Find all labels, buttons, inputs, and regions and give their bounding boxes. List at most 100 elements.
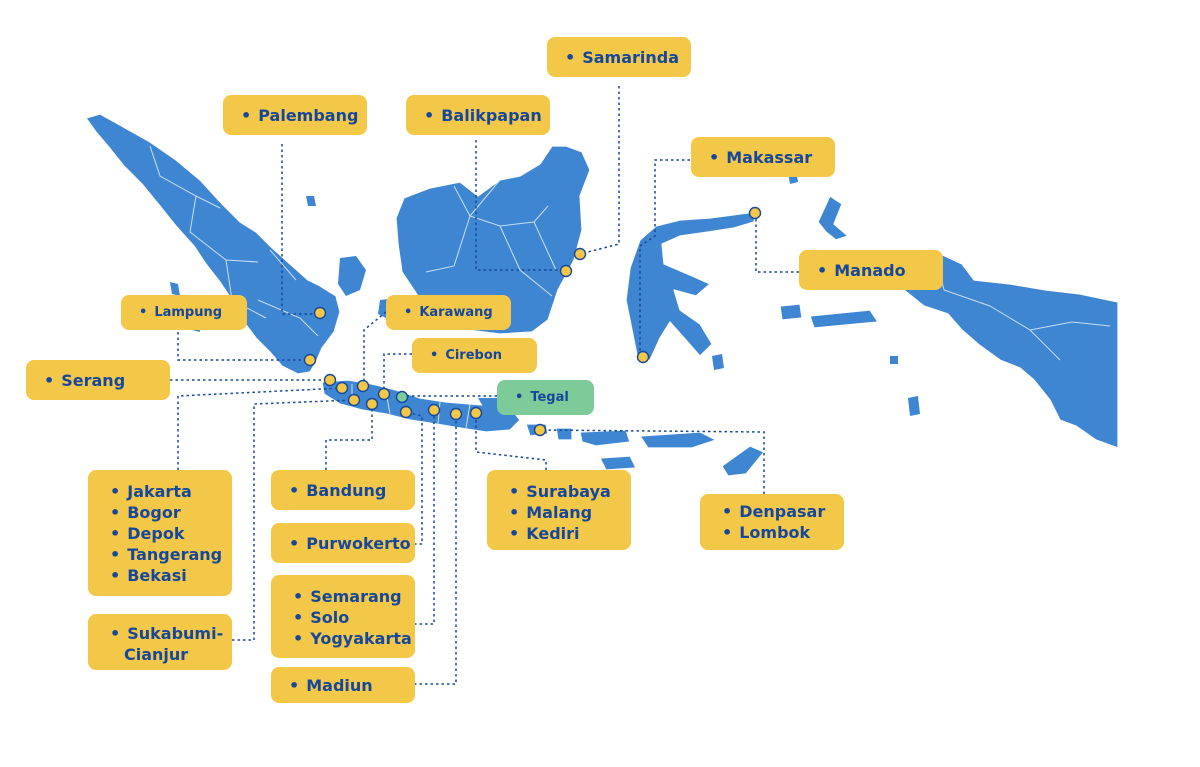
- kalimantan-borders: [425, 179, 557, 297]
- bullet: •: [110, 624, 121, 643]
- city-malang: Malang: [526, 503, 593, 522]
- city-dot-jakarta[interactable]: [335, 381, 349, 395]
- city-surabaya: Surabaya: [526, 482, 611, 501]
- label-jabodetabek[interactable]: •Jakarta •Bogor •Depok •Tangerang •Bekas…: [88, 470, 232, 596]
- label-madiun[interactable]: • Madiun: [271, 667, 415, 703]
- city-dot-denpasar[interactable]: [533, 423, 547, 437]
- list-item: • Bekasi: [110, 565, 222, 586]
- buru-island: [779, 303, 803, 321]
- bullet: •: [509, 503, 520, 522]
- label-madiun-text: Madiun: [306, 675, 373, 695]
- label-purwokerto-text: Purwokerto: [306, 533, 411, 553]
- label-cirebon[interactable]: •Cirebon: [412, 338, 537, 373]
- city-denpasar: Denpasar: [739, 502, 826, 521]
- bullet: •: [424, 105, 435, 125]
- city-bogor: Bogor: [127, 503, 181, 522]
- city-dot-lampung[interactable]: [303, 353, 317, 367]
- riau-islet: [306, 196, 316, 206]
- label-lampung[interactable]: • Lampung: [121, 295, 247, 330]
- tanimbar-islet: [908, 396, 920, 416]
- city-dot-semarang[interactable]: [427, 403, 441, 417]
- city-dot-cirebon[interactable]: [377, 387, 391, 401]
- bullet: •: [565, 47, 576, 67]
- bullet: •: [110, 545, 121, 564]
- city-dot-makassar[interactable]: [636, 350, 650, 364]
- label-samarinda-text: Samarinda: [582, 47, 680, 67]
- city-dot-bandung[interactable]: [365, 397, 379, 411]
- list-item: • Lombok: [722, 522, 825, 543]
- label-makassar[interactable]: • Makassar: [691, 137, 835, 177]
- city-dot-manado[interactable]: [748, 206, 762, 220]
- label-samarinda[interactable]: • Samarinda: [547, 37, 691, 77]
- bullet: •: [817, 260, 828, 280]
- city-bekasi: Bekasi: [127, 566, 187, 585]
- city-dot-surabaya[interactable]: [469, 406, 483, 420]
- connector-makassar: [639, 159, 690, 356]
- city-dot-palembang[interactable]: [313, 306, 327, 320]
- label-sukabumi-cianjur[interactable]: • Sukabumi- Cianjur: [88, 614, 232, 670]
- connector-sukabumi: [232, 399, 355, 641]
- bullet: •: [110, 566, 121, 585]
- bullet: •: [289, 480, 300, 500]
- label-central-java[interactable]: •Semarang •Solo •Yogyakarta: [271, 575, 415, 658]
- city-lombok: Lombok: [739, 523, 811, 542]
- bullet: •: [430, 348, 439, 363]
- city-dot-purwokerto[interactable]: [399, 405, 413, 419]
- label-serang[interactable]: •Serang: [26, 360, 170, 400]
- label-palembang-text: Palembang: [258, 105, 359, 125]
- bullet: •: [289, 675, 300, 695]
- city-dot-karawang[interactable]: [356, 379, 370, 393]
- label-purwokerto[interactable]: •Purwokerto: [271, 523, 415, 563]
- city-dot-serang[interactable]: [323, 373, 337, 387]
- label-tegal[interactable]: •Tegal: [497, 380, 594, 415]
- halmahera-island: [817, 195, 849, 241]
- city-dot-balikpapan[interactable]: [559, 264, 573, 278]
- connector-madiun: [414, 416, 457, 685]
- city-dot-tegal[interactable]: [395, 390, 409, 404]
- city-kediri: Kediri: [526, 524, 580, 543]
- sumbawa-island: [579, 429, 631, 447]
- jabodetabek-list: •Jakarta •Bogor •Depok •Tangerang •Bekas…: [110, 481, 222, 586]
- connector-east-java: [475, 414, 547, 470]
- connector-jabodetabek: [177, 387, 343, 470]
- label-makassar-text: Makassar: [726, 147, 813, 167]
- list-item: •Tangerang: [110, 544, 222, 565]
- sukabumi-list: • Sukabumi- Cianjur: [110, 623, 223, 665]
- list-item: Cianjur: [110, 644, 223, 665]
- label-balikpapan[interactable]: • Balikpapan: [406, 95, 550, 135]
- label-palembang[interactable]: •Palembang: [223, 95, 367, 135]
- bullet: •: [139, 305, 148, 320]
- city-yogyakarta: Yogyakarta: [310, 629, 412, 648]
- bullet: •: [722, 523, 733, 542]
- bullet: •: [293, 587, 304, 606]
- city-semarang: Semarang: [310, 587, 402, 606]
- city-dot-sukabumi[interactable]: [347, 393, 361, 407]
- label-bandung[interactable]: • Bandung: [271, 470, 415, 510]
- label-karawang[interactable]: •Karawang: [386, 295, 511, 330]
- label-balikpapan-text: Balikpapan: [441, 105, 542, 125]
- bullet: •: [709, 147, 720, 167]
- label-bandung-text: Bandung: [306, 480, 387, 500]
- city-sukabumi: Sukabumi-: [127, 624, 224, 643]
- list-item: •Kediri: [509, 523, 611, 544]
- city-dot-samarinda[interactable]: [573, 247, 587, 261]
- connector-palembang: [281, 144, 320, 315]
- seram-island: [809, 309, 879, 329]
- bullet: •: [404, 305, 413, 320]
- label-manado[interactable]: •Manado: [799, 250, 943, 290]
- banda-islet: [890, 356, 898, 364]
- papua-island: [899, 251, 1119, 449]
- label-east-java[interactable]: • Surabaya • Malang •Kediri: [487, 470, 631, 550]
- timor-island: [721, 445, 765, 477]
- lombok-island: [555, 427, 573, 441]
- city-dot-madiun[interactable]: [449, 407, 463, 421]
- list-item: •Yogyakarta: [293, 628, 412, 649]
- label-bali-nusa[interactable]: • Denpasar • Lombok: [700, 494, 844, 550]
- list-item: • Semarang: [293, 586, 412, 607]
- bullet: •: [509, 482, 520, 501]
- label-lampung-text: Lampung: [154, 305, 223, 320]
- list-item: •Jakarta: [110, 481, 222, 502]
- list-item: •Depok: [110, 523, 222, 544]
- city-depok: Depok: [127, 524, 185, 543]
- bullet: •: [110, 503, 121, 522]
